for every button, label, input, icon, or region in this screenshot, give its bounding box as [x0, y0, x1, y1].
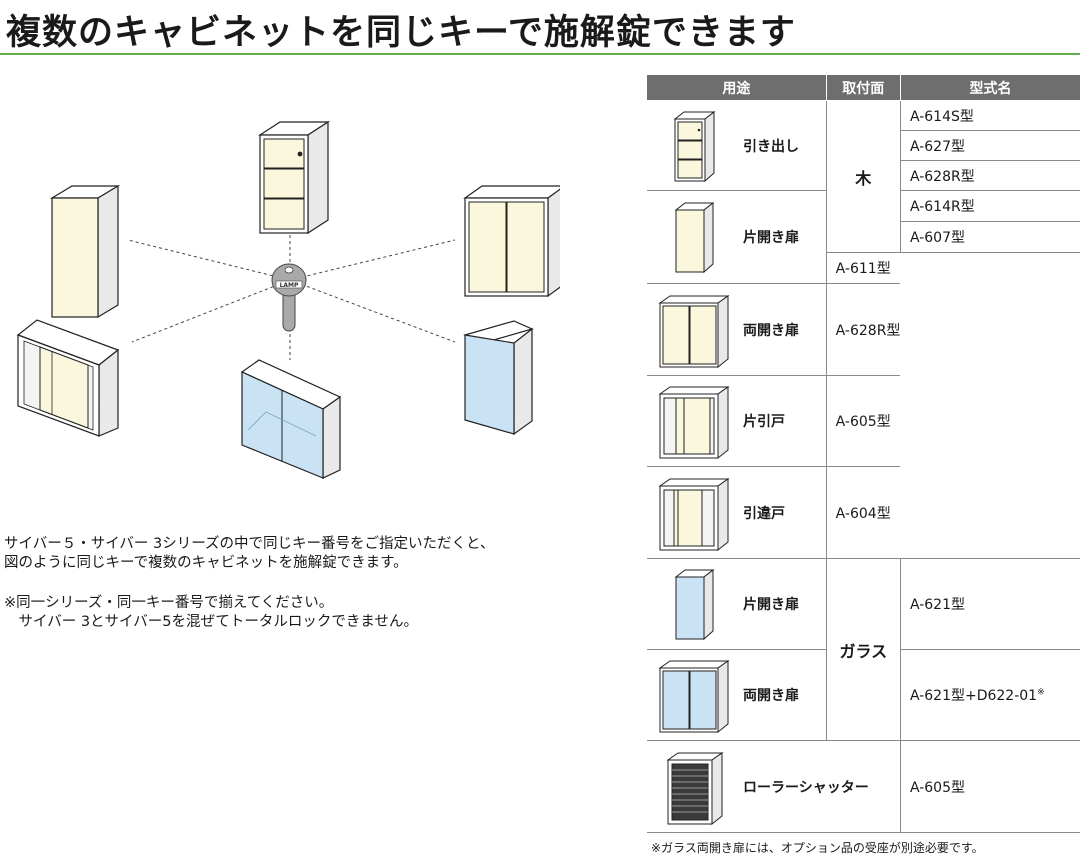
use-label: 両開き扉: [741, 283, 827, 376]
description: サイバー５・サイバー 3シリーズの中で同じキー番号をご指定いただくと、 図のよう…: [4, 535, 494, 573]
model-cell: A-611型: [826, 252, 901, 284]
table-row: A-607型: [647, 221, 1080, 253]
glass-single-door-cabinet-icon: [647, 558, 742, 650]
description-line: サイバー５・サイバー 3シリーズの中で同じキー番号をご指定いただくと、: [4, 536, 495, 552]
table-row: ローラーシャッター A-605型: [647, 740, 1080, 833]
model-cell: A-621型: [899, 558, 1080, 650]
note-line: サイバー 3とサイバー5を混ぜてトータルロックできません。: [4, 614, 418, 630]
table-row: 両開き扉 A-621型+D622-01※: [647, 649, 1080, 741]
column-header-use: 用途: [647, 74, 827, 101]
model-text: A-621型+D622-01: [909, 688, 1038, 704]
lock-model-table: 用途 取付面 型式名 引き出し 木 A-614S型 A-627型: [647, 74, 1080, 833]
table-row: 両開き扉 A-628R型: [647, 283, 1080, 376]
model-cell: A-627型: [900, 130, 1080, 161]
title-divider: [0, 53, 1080, 55]
note-line: ※同一シリーズ・同一キー番号で揃えてください。: [4, 595, 334, 611]
model-cell: A-607型: [900, 221, 1080, 253]
single-door-cabinet-illustration: [49, 184, 121, 319]
description-line: 図のように同じキーで複数のキャビネットを施解錠できます。: [4, 555, 408, 571]
model-cell: A-614R型: [899, 190, 1080, 222]
footnote-mark: ※: [1037, 687, 1045, 698]
use-label: 引違戸: [741, 466, 827, 559]
table-row: 片開き扉 A-614R型: [647, 190, 1080, 284]
use-label: 片引戸: [741, 375, 827, 467]
model-cell: A-614S型: [899, 100, 1080, 131]
table-row: A-628R型: [647, 160, 1080, 191]
description-notes: ※同一シリーズ・同一キー番号で揃えてください。 サイバー 3とサイバー5を混ぜて…: [4, 594, 418, 632]
double-door-cabinet-icon: [647, 283, 742, 376]
table-row: 引き出し 木 A-614S型: [647, 100, 1080, 253]
double-door-cabinet-illustration: [463, 185, 560, 298]
table-row: 引違戸 A-604型: [647, 466, 1080, 559]
roller-shutter-cabinet-icon: [647, 740, 742, 833]
mount-wood: 木: [825, 100, 901, 253]
glass-double-door-cabinet-icon: [647, 649, 742, 741]
use-label: 片開き扉: [741, 558, 827, 650]
use-label: ローラーシャッター: [741, 740, 901, 833]
glass-double-door-cabinet-illustration: [240, 359, 342, 479]
drawer-cabinet-illustration: [257, 120, 331, 235]
sliding-door-cabinet-illustration: [16, 319, 120, 437]
table-row: A-627型: [647, 130, 1080, 161]
model-cell: A-604型: [825, 466, 901, 559]
drawer-cabinet-icon: [647, 100, 742, 191]
single-door-cabinet-icon: [647, 190, 742, 284]
model-cell: A-628R型: [900, 160, 1080, 191]
master-key-diagram: LAMP: [16, 120, 560, 479]
key-brand-label: LAMP: [280, 282, 299, 289]
column-header-model: 型式名: [899, 74, 1080, 101]
double-sliding-door-cabinet-icon: [647, 466, 742, 559]
model-cell: A-605型: [899, 740, 1080, 833]
model-cell: A-621型+D622-01※: [899, 649, 1080, 741]
key-icon: LAMP: [271, 263, 307, 332]
page-title: 複数のキャビネットを同じキーで施解錠できます: [6, 13, 796, 53]
table-footnote: ※ガラス両開き扉には、オプション品の受座が別途必要です。: [651, 841, 984, 855]
table-row: 片引戸 A-605型: [647, 375, 1080, 467]
mount-glass: ガラス: [825, 558, 901, 741]
use-label: 両開き扉: [741, 649, 827, 741]
use-label: 片開き扉: [741, 190, 827, 284]
glass-single-door-cabinet-illustration: [463, 320, 534, 436]
table-header-row: 用途 取付面 型式名: [647, 74, 1080, 101]
model-cell: A-628R型: [825, 283, 901, 376]
use-label: 引き出し: [741, 100, 827, 191]
single-sliding-door-cabinet-icon: [647, 375, 742, 467]
column-header-mount: 取付面: [825, 74, 901, 101]
table-row: 片開き扉 ガラス A-621型: [647, 558, 1080, 741]
model-cell: A-605型: [825, 375, 901, 467]
